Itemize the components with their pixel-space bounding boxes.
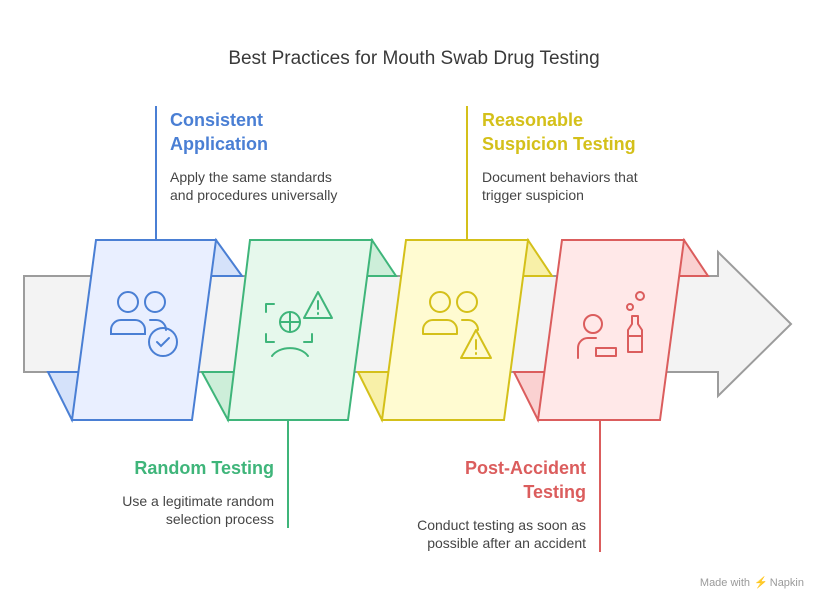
step-heading-line: Consistent <box>170 110 264 130</box>
step-heading-line: Application <box>170 134 268 154</box>
connector-line <box>599 420 601 552</box>
napkin-logo-icon: ⚡ <box>754 577 768 589</box>
footer-made-with: Made with <box>699 577 751 589</box>
step-heading-line: Testing <box>523 482 586 502</box>
panel-card <box>536 239 686 421</box>
users-check-icon <box>110 291 178 357</box>
connector-line <box>287 420 289 528</box>
step-heading-line: Reasonable <box>482 110 584 130</box>
step-heading-line: Random Testing <box>134 458 274 478</box>
users-alert-icon <box>422 291 492 359</box>
panel-card <box>380 239 530 421</box>
step-description-line: Document behaviors that <box>482 169 638 185</box>
panel-reasonable-suspicion <box>356 237 554 423</box>
step-description: Use a legitimate random selection proces… <box>122 492 274 528</box>
step-heading: Random Testing <box>134 456 274 480</box>
panel-random-testing <box>200 237 398 423</box>
step-description-line: Use a legitimate random <box>122 493 274 509</box>
step-description-line: Apply the same standards <box>170 169 332 185</box>
face-scan-alert-icon <box>265 291 333 357</box>
connector-line <box>466 106 468 240</box>
step-description-line: Conduct testing as soon as <box>417 517 586 533</box>
step-heading-line: Suspicion Testing <box>482 134 636 154</box>
step-description-line: possible after an accident <box>427 535 586 551</box>
footer-brand: Napkin <box>769 577 804 589</box>
step-heading: Post-Accident Testing <box>465 456 586 504</box>
page-title: Best Practices for Mouth Swab Drug Testi… <box>228 48 600 69</box>
step-heading: Consistent Application <box>170 108 268 156</box>
step-description-line: trigger suspicion <box>482 187 584 203</box>
panel-card <box>226 239 374 421</box>
footer-credit: Made with⚡Napkin <box>700 576 804 589</box>
step-heading: Reasonable Suspicion Testing <box>482 108 636 156</box>
step-description: Apply the same standards and procedures … <box>170 168 337 204</box>
step-description: Conduct testing as soon as possible afte… <box>417 516 586 552</box>
step-heading-line: Post-Accident <box>464 458 586 478</box>
panel-consistent-application <box>46 237 244 423</box>
panel-post-accident <box>512 237 710 423</box>
person-bottle-icon <box>577 291 645 359</box>
connector-line <box>155 106 157 240</box>
step-description: Document behaviors that trigger suspicio… <box>482 168 638 204</box>
step-description-line: selection process <box>165 511 274 527</box>
step-description-line: and procedures universally <box>170 187 338 203</box>
